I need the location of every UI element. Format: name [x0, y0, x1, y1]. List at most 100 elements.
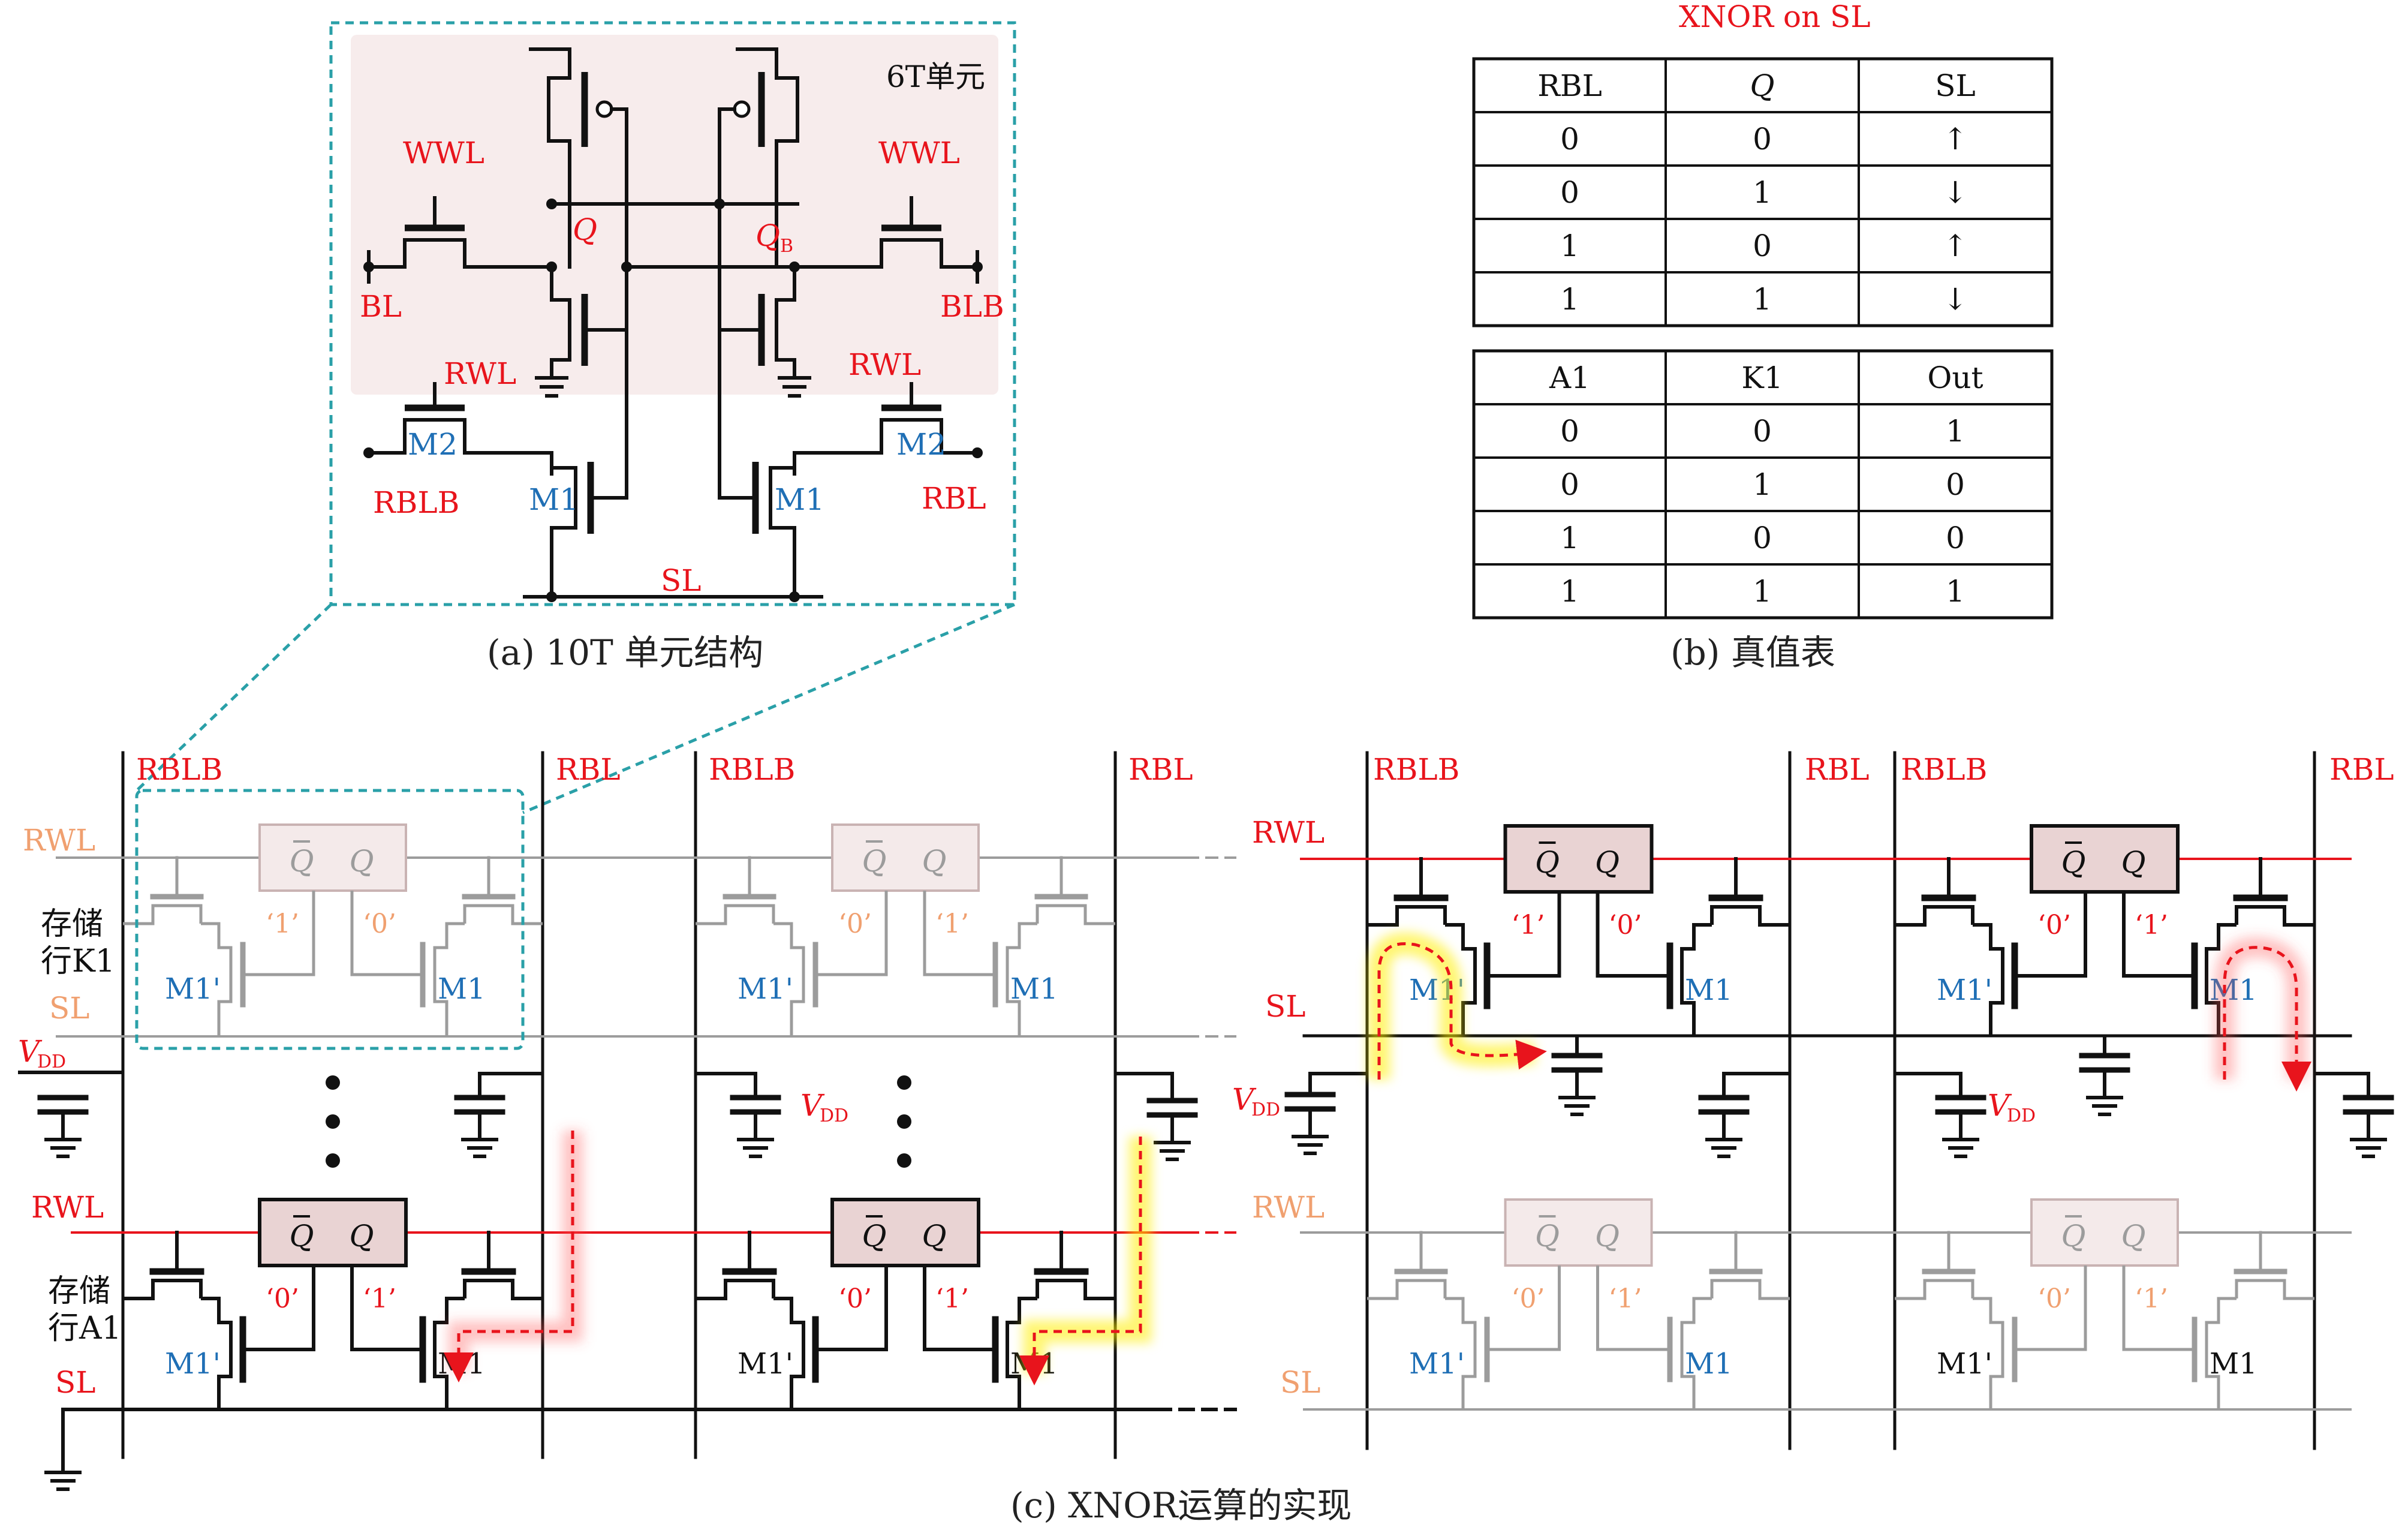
table2-cell: 0 [1753, 521, 1772, 555]
sl-label-top: SL [1265, 989, 1305, 1024]
a1-left-qbar-label: Q [290, 1219, 314, 1254]
k1-right-bit-left: ‘0’ [838, 909, 872, 939]
k1-left-m1p-label: M1' [165, 972, 221, 1006]
k1-right-q-label: Q [922, 844, 947, 879]
table1-cell: ↑ [1943, 122, 1968, 157]
table2-cell: 0 [1946, 521, 1965, 555]
table2-cell: 0 [1560, 467, 1579, 502]
k1-r-left-qbar-label: Q [1535, 845, 1560, 880]
a1-r-right-bit-left: ‘0’ [2037, 1283, 2071, 1314]
blb-label: BLB [940, 289, 1004, 324]
vdd-label: V [800, 1088, 825, 1123]
rblb-label: RBLB [373, 485, 459, 520]
a1-right-bit-right: ‘1’ [935, 1283, 969, 1314]
m1-label-left: M1 [529, 482, 579, 517]
panel-a-cell: 6T单元 [329, 21, 1016, 606]
table2-cell: 1 [1946, 414, 1965, 449]
vdd-sub: DD [37, 1051, 66, 1072]
6t-region [351, 35, 998, 395]
a1-r-left-m1p-label: M1' [1409, 1347, 1465, 1381]
table2-cell: 0 [1560, 414, 1579, 449]
vdd-cap [730, 1095, 781, 1158]
rwl-label-right: RWL [848, 347, 921, 382]
a1-r-left-bit-right: ‘1’ [1609, 1283, 1642, 1314]
table1-cell: 0 [1560, 175, 1579, 210]
k1-right-storage-block [831, 823, 980, 892]
k1-r-right-q-label: Q [2121, 845, 2146, 880]
a1-right-m1p-label: M1' [738, 1347, 793, 1381]
vdd-cap [37, 1095, 89, 1158]
vdd-cap [1284, 1092, 1336, 1155]
sl-label-bottom: SL [55, 1365, 95, 1400]
vdd-label: V [1232, 1082, 1257, 1117]
k1-r-left-storage-block [1503, 824, 1654, 894]
table1-header: SL [1935, 68, 1975, 103]
k1-r-right-m1p-label: M1' [1937, 973, 1992, 1007]
rwl-label-top: RWL [23, 823, 95, 858]
vdd-sub: DD [2007, 1105, 2036, 1126]
a1-left-bit-right: ‘1’ [363, 1283, 396, 1314]
current-path [444, 1131, 574, 1382]
a1-left-bit-left: ‘0’ [266, 1283, 299, 1314]
a1-r-right-qbar-label: Q [2061, 1219, 2086, 1254]
k1-r-right-qbar-label: Q [2061, 845, 2086, 880]
rblb-label: RBLB [709, 752, 795, 787]
a1-right-q-label: Q [922, 1219, 947, 1254]
sl-cap [2079, 1053, 2130, 1116]
rblb-label: RBLB [1373, 752, 1459, 787]
a1-r-left-q-label: Q [1595, 1219, 1620, 1254]
table2-header: A1 [1549, 360, 1590, 395]
table1-cell: ↑ [1943, 229, 1968, 263]
a1-right-qbar-label: Q [862, 1219, 887, 1254]
table1-cell: 1 [1560, 229, 1579, 263]
a1-r-left-storage-block [1504, 1198, 1653, 1267]
sl-label: SL [661, 563, 701, 598]
vdd-cap [1935, 1095, 1986, 1158]
rwl-label-left: RWL [444, 356, 516, 391]
a1-r-left-qbar-label: Q [1535, 1219, 1560, 1254]
m2-label-left: M2 [408, 427, 457, 462]
vdd-cap [1146, 1098, 1198, 1161]
k1-right-m1p-label: M1' [738, 972, 793, 1006]
table1-cell: 0 [1753, 122, 1772, 157]
table2-header: Out [1927, 360, 1983, 395]
a1-r-right-storage-block [2030, 1198, 2179, 1267]
table2-cell: 1 [1753, 467, 1772, 502]
table1-cell: 1 [1753, 175, 1772, 210]
k1-right-qbar-label: Q [862, 844, 887, 879]
a1-r-right-m1-label: M1 [2210, 1347, 2258, 1381]
table2-header: K1 [1741, 360, 1783, 395]
k1-left-bit-left: ‘1’ [266, 909, 299, 939]
a1-r-left-bit-left: ‘0’ [1512, 1283, 1545, 1314]
a1-r-left-m1-label: M1 [1685, 1347, 1733, 1381]
k1-r-left-bit-right: ‘0’ [1609, 910, 1642, 940]
rwl-label-bottom: RWL [31, 1190, 104, 1225]
rbl-label: RBL [922, 481, 986, 516]
rbl-label: RBL [556, 752, 621, 787]
6t-title: 6T单元 [886, 59, 985, 94]
k1-r-right-storage-block [2030, 824, 2180, 894]
table1-header: RBL [1537, 68, 1602, 103]
sl-cap [1551, 1053, 1603, 1116]
k1-left-qbar-label: Q [290, 844, 314, 879]
current-path [1377, 942, 1547, 1080]
m1-label-right: M1 [775, 482, 824, 517]
rblb-label: RBLB [1901, 752, 1987, 787]
sl-label-bottom: SL [1280, 1365, 1320, 1400]
a1-right-bit-left: ‘0’ [838, 1283, 872, 1314]
k1-r-left-m1-label: M1 [1685, 973, 1733, 1007]
k1-left-bit-right: ‘0’ [363, 909, 396, 939]
caption-b: (b) 真值表 [1670, 632, 1835, 673]
wwl-label-right: WWL [878, 136, 960, 170]
zoom-source-box [135, 789, 525, 1050]
caption-a: (a) 10T 单元结构 [487, 632, 763, 673]
rblb-label: RBLB [136, 752, 222, 787]
a1-r-right-q-label: Q [2121, 1219, 2146, 1254]
table1-cell: 0 [1753, 229, 1772, 263]
rbl-label: RBL [1128, 752, 1193, 787]
caption-c: (c) XNOR运算的实现 [1010, 1485, 1352, 1526]
